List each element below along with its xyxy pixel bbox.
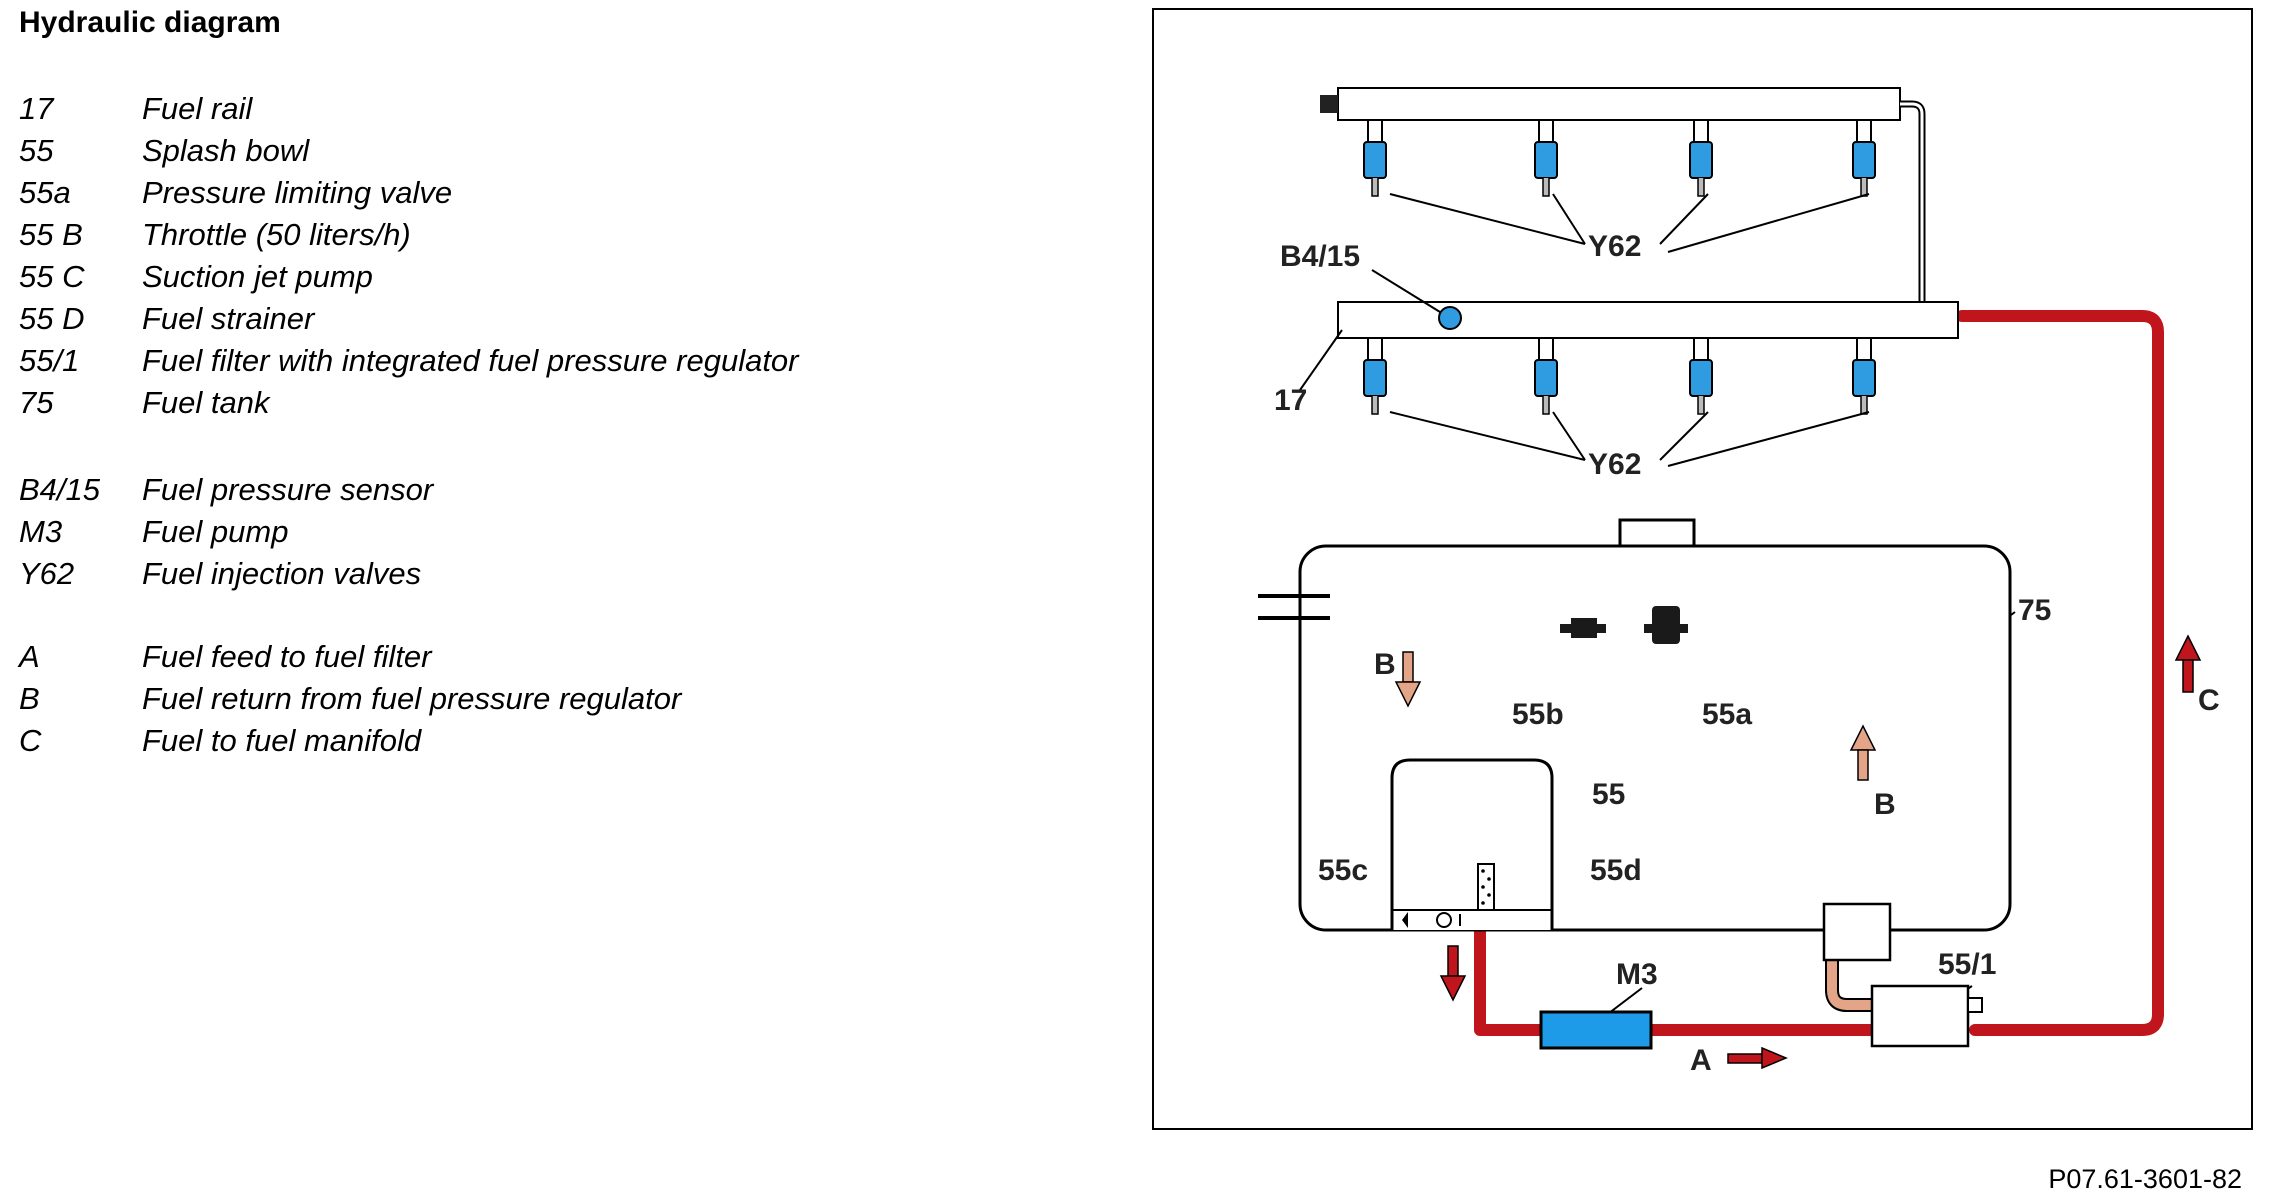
label-55b: 55b — [1512, 698, 1564, 731]
label-55d: 55d — [1590, 854, 1642, 887]
splash-bowl-55 — [1390, 758, 1554, 930]
throttle-valve-55b — [1560, 618, 1606, 638]
tank-filler-neck — [1618, 518, 1696, 550]
legend-desc: Fuel rail — [142, 91, 253, 126]
suction-jet-pump-55c — [1402, 912, 1461, 928]
label-arrow-b-right: B — [1874, 788, 1896, 821]
label-55-1: 55/1 — [1938, 948, 1996, 981]
flow-arrows — [1394, 634, 2202, 1070]
legend-code: 55 B — [19, 217, 83, 252]
lower-injectors — [1363, 337, 1876, 415]
page-title: Hydraulic diagram — [19, 6, 281, 39]
label-17: 17 — [1274, 384, 1307, 417]
feed-line — [1474, 310, 2164, 1036]
label-y62-bottom: Y62 — [1588, 448, 1641, 481]
injector-y62 — [1363, 119, 1387, 197]
label-arrow-b-left: B — [1374, 648, 1396, 681]
label-55a: 55a — [1702, 698, 1752, 731]
legend-code: 55/1 — [19, 343, 80, 378]
injector-y62 — [1852, 119, 1876, 197]
legend-code: B4/15 — [19, 472, 101, 507]
pressure-limiting-valve-55a — [1644, 606, 1688, 644]
arrow-b-left — [1394, 651, 1422, 708]
injector-y62 — [1689, 119, 1713, 197]
fuel-filter-55-1 — [1870, 984, 1983, 1048]
legend-desc: Fuel filter with integrated fuel pressur… — [142, 343, 799, 378]
arrow-c — [2174, 634, 2202, 693]
fuel-pump-m3 — [1539, 1010, 1653, 1050]
splash-bowl-body — [1390, 758, 1554, 930]
label-55c: 55c — [1318, 854, 1368, 887]
legend-desc: Throttle (50 liters/h) — [142, 217, 411, 252]
upper-rail-body — [1337, 87, 1901, 121]
injector-y62 — [1363, 337, 1387, 415]
legend-desc: Fuel to fuel manifold — [142, 723, 422, 758]
pressure-sensor-b4-15 — [1438, 306, 1462, 330]
legend-code: M3 — [19, 514, 63, 549]
legend-desc: Suction jet pump — [142, 259, 373, 294]
label-75: 75 — [2018, 594, 2051, 627]
diagram-frame — [1152, 8, 2253, 1130]
tank-vent-symbol — [1258, 594, 1330, 620]
legend-desc: Splash bowl — [142, 133, 310, 168]
legend-code: A — [19, 639, 40, 674]
figure-reference: P07.61-3601-82 — [2048, 1164, 2242, 1194]
injector-y62 — [1852, 337, 1876, 415]
legend-desc: Fuel feed to fuel filter — [142, 639, 432, 674]
legend-code: 55 — [19, 133, 54, 168]
upper-injectors — [1363, 119, 1876, 197]
legend-code: 55 C — [19, 259, 85, 294]
label-y62-top: Y62 — [1588, 230, 1641, 263]
legend-desc: Fuel tank — [142, 385, 270, 420]
label-arrow-a: A — [1690, 1044, 1712, 1077]
diagram-labels: Y62 Y62 B4/15 17 75 55b 55a 55 55c 55d M… — [1274, 230, 2220, 1077]
upper-fuel-rail — [1320, 87, 1926, 304]
legend-desc: Fuel pressure sensor — [142, 472, 434, 507]
fuel-strainer-55d — [1477, 863, 1495, 911]
injector-y62 — [1534, 119, 1558, 197]
fuel-tank-75 — [1258, 518, 2012, 962]
label-m3: M3 — [1616, 958, 1658, 991]
label-arrow-c: C — [2198, 684, 2220, 717]
injector-y62 — [1689, 337, 1713, 415]
label-b4-15: B4/15 — [1280, 240, 1360, 273]
legend-code: B — [19, 681, 40, 716]
upper-rail-plug — [1320, 95, 1338, 113]
legend-code: C — [19, 723, 42, 758]
legend-code: 55a — [19, 175, 71, 210]
feed-line-pump-to-filter — [1474, 922, 1876, 1036]
legend-desc: Pressure limiting valve — [142, 175, 453, 210]
arrow-feed-down — [1439, 945, 1467, 1002]
injector-y62 — [1534, 337, 1558, 415]
legend-code: 75 — [19, 385, 54, 420]
legend-code: 55 D — [19, 301, 85, 336]
lower-fuel-rail-17 — [1337, 301, 1959, 339]
legend-desc: Fuel strainer — [142, 301, 315, 336]
legend-code: Y62 — [19, 556, 75, 591]
arrow-a — [1727, 1046, 1788, 1070]
tank-outlet-box — [1822, 902, 1892, 962]
arrow-b-right — [1849, 724, 1877, 781]
legend-code: 17 — [19, 91, 54, 126]
legend-desc: Fuel return from fuel pressure regulator — [142, 681, 682, 716]
feed-line-filter-to-rail — [1956, 310, 2164, 1036]
connector-pipe — [1900, 100, 1926, 304]
legend-desc: Fuel pump — [142, 514, 289, 549]
legend-desc: Fuel injection valves — [142, 556, 422, 591]
label-55: 55 — [1592, 778, 1625, 811]
